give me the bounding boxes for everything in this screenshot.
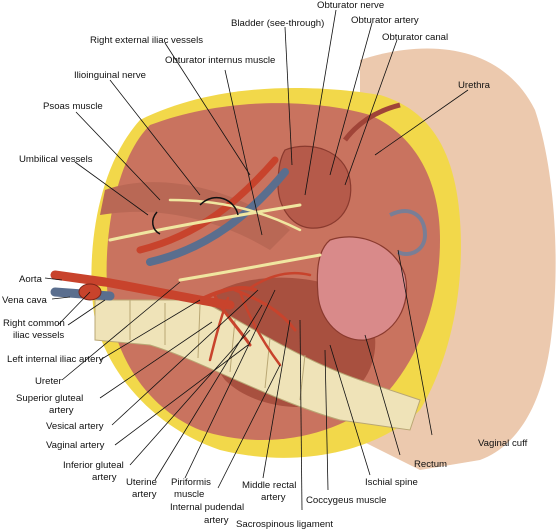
label-rectum: Rectum <box>414 459 447 470</box>
label-obturator-artery: Obturator artery <box>351 15 419 26</box>
external-iliac-vein <box>146 168 289 266</box>
label-inferior-gluteal-line2: artery <box>92 472 117 483</box>
leader-lines <box>44 9 469 511</box>
label-inferior-gluteal-line1: Inferior gluteal <box>63 460 124 471</box>
umbilical-clamp-left <box>152 211 161 235</box>
label-obturator-internus: Obturator internus muscle <box>165 55 275 66</box>
label-internal-pudendal-line1: Internal pudendal <box>170 502 244 513</box>
label-obturator-nerve: Obturator nerve <box>317 0 384 11</box>
label-right-common-iliac-line2: iliac vessels <box>13 330 64 341</box>
label-vaginal-cuff: Vaginal cuff <box>478 438 528 449</box>
label-urethra: Urethra <box>458 80 491 91</box>
label-umbilical: Umbilical vessels <box>19 154 93 165</box>
label-bladder: Bladder (see-through) <box>231 18 324 29</box>
label-ureter: Ureter <box>35 376 62 387</box>
nerves <box>108 198 322 282</box>
urethra-shape <box>343 102 401 142</box>
label-psoas: Psoas muscle <box>43 101 103 112</box>
internal-iliac-branches <box>198 271 312 367</box>
label-ilioinguinal: Ilioinguinal nerve <box>74 70 146 81</box>
label-right-common-iliac-line1: Right common <box>3 318 65 329</box>
label-aorta: Aorta <box>19 274 43 285</box>
label-piriformis-line2: muscle <box>174 489 204 500</box>
label-middle-rectal-line2: artery <box>261 492 286 503</box>
label-internal-pudendal-line2: artery <box>204 515 229 526</box>
label-superior-gluteal-line1: Superior gluteal <box>16 393 83 404</box>
label-superior-gluteal-line2: artery <box>49 405 74 416</box>
label-ischial-spine: Ischial spine <box>365 477 418 488</box>
external-iliac-artery <box>136 156 279 254</box>
psoas-muscle-shape <box>100 182 290 250</box>
label-obturator-canal: Obturator canal <box>382 32 448 43</box>
label-middle-rectal-line1: Middle rectal <box>242 480 296 491</box>
label-coccygeus: Coccygeus muscle <box>306 495 387 506</box>
umbilical-clamp-right <box>199 196 239 216</box>
sacral-vertebrae <box>129 300 306 401</box>
anatomy-illustration <box>50 48 556 470</box>
label-uterine-line1: Uterine <box>126 477 157 488</box>
label-vesical: Vesical artery <box>46 421 104 432</box>
label-vena-cava: Vena cava <box>2 295 47 306</box>
vaginal-cuff-shape <box>389 209 428 256</box>
label-right-external-iliac: Right external iliac vessels <box>90 35 203 46</box>
sacrum-bone <box>94 299 421 431</box>
label-piriformis-line1: Piriformis <box>171 477 211 488</box>
label-uterine-line2: artery <box>132 489 157 500</box>
label-sacrospinous: Sacrospinous ligament <box>236 519 333 530</box>
rectum-shape <box>316 236 408 341</box>
label-left-internal-iliac: Left internal iliac artery <box>7 354 104 365</box>
labels: Obturator nerve Bladder (see-through) Ob… <box>2 0 528 530</box>
label-vaginal-artery: Vaginal artery <box>46 440 105 451</box>
